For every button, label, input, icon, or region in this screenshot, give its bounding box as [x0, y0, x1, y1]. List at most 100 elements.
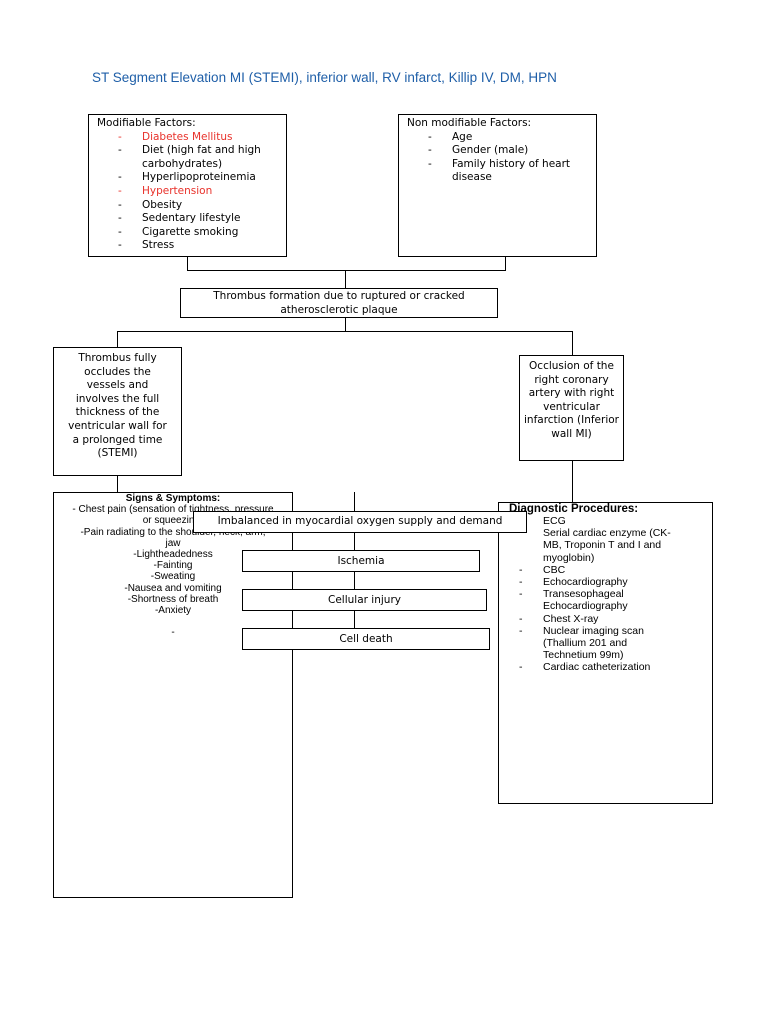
- occlusion-line: Occlusion of the: [529, 360, 614, 372]
- stemi-line: (STEMI): [97, 447, 138, 460]
- signs-line: -: [171, 627, 175, 639]
- non-modifiable-item: - Family history of heart: [428, 157, 590, 172]
- diagnostic-item: - Chest X-ray: [509, 613, 708, 625]
- modifiable-item-text: Stress: [142, 239, 175, 252]
- diagnostic-item: -Cardiac catheterization: [509, 661, 708, 673]
- diagnostic-item: - Echocardiography: [509, 576, 708, 588]
- modifiable-item-text: Obesity: [142, 198, 183, 211]
- signs-line: -Nausea and vomiting: [124, 582, 222, 594]
- cellular-injury-box: Cellular injury: [242, 589, 487, 611]
- diagnostic-item-line: Chest X-ray: [543, 612, 599, 625]
- occlusion-line: artery with right: [528, 387, 615, 400]
- cell-death-box: Cell death: [242, 628, 490, 650]
- modifiable-item: -Stress: [118, 239, 280, 253]
- dash-marker: -: [118, 225, 122, 238]
- diagnostic-item-line: Echocardiography: [543, 576, 628, 589]
- stemi-line: vessels and: [86, 379, 149, 392]
- diagnostic-item-line: MB, Troponin T and I and: [543, 539, 662, 552]
- thrombus-formation-box: Thrombus formation due to ruptured or cr…: [180, 288, 498, 318]
- dash-marker: -: [118, 184, 122, 197]
- diagnostic-heading: Diagnostic Procedures:: [509, 503, 639, 515]
- signs-line: jaw: [165, 537, 181, 549]
- diagnostic-item-line: Serial cardiac enzyme (CK-: [543, 527, 671, 540]
- modifiable-list: - Diabetes Mellitus - Diet (high fat and hi…: [118, 130, 280, 253]
- connector-to-stemi: [117, 331, 118, 347]
- signs-line: [54, 616, 292, 627]
- non-modifiable-factors-box: Non modifiable Factors: - Age - Gender (mal…: [398, 114, 597, 257]
- modifiable-item-text: Diabetes Mellitus: [142, 130, 233, 143]
- imbalance-box: Imbalanced in myocardial oxygen supply a…: [193, 511, 527, 533]
- diagnostic-item-line: ECG: [543, 515, 566, 527]
- imbalance-text: Imbalanced in myocardial oxygen supply a…: [217, 515, 503, 527]
- modifiable-item-text: carbohydrates): [142, 157, 223, 170]
- occlusion-line: right coronary: [534, 373, 609, 386]
- connector-stemi-down: [117, 475, 118, 493]
- dash-marker: -: [428, 130, 432, 143]
- modifiable-item-text: Sedentary lifestyle: [142, 212, 241, 225]
- connector-right-down: [505, 256, 506, 271]
- non-modifiable-item-text: Family history of heart: [452, 157, 571, 170]
- non-modifiable-heading: Non modifiable Factors:: [407, 117, 532, 129]
- non-modifiable-item-text: disease: [452, 171, 492, 184]
- stemi-line: Thrombus fully: [78, 352, 157, 364]
- signs-heading: Signs & Symptoms:: [125, 493, 221, 504]
- dash-marker: -: [519, 588, 523, 601]
- stemi-line: thickness of the: [75, 406, 160, 419]
- connector-occlusion-down: [572, 460, 573, 502]
- dash-marker: -: [519, 576, 523, 589]
- signs-line: -Lightheadedness: [133, 549, 213, 561]
- signs-line: or squeezing): [142, 515, 204, 527]
- diagnostic-item-line: myoglobin): [543, 551, 595, 564]
- non-modifiable-item-text: Gender (male): [452, 144, 529, 157]
- modifiable-item: -Cigarette smoking: [118, 226, 280, 240]
- modifiable-item: carbohydrates): [142, 158, 280, 172]
- diagnostic-item-line: Nuclear imaging scan: [543, 624, 644, 637]
- diagnostic-item-line: Technetium 99m): [543, 649, 624, 662]
- signs-line: -Fainting: [153, 560, 193, 572]
- signs-line: - Chest pain (sensation of tightness, pr…: [72, 504, 274, 516]
- connector-to-occlusion: [572, 331, 573, 355]
- diagnostic-item-line: Echocardiography: [543, 600, 628, 613]
- diagnostic-item-line: Cardiac catheterization: [543, 661, 651, 674]
- connector-left-down: [187, 256, 188, 271]
- modifiable-item-text: Hypertension: [142, 184, 213, 197]
- occlusion-line: infarction (Inferior: [524, 414, 619, 427]
- non-modifiable-item: - Age: [428, 130, 590, 145]
- non-modifiable-item: disease: [452, 171, 590, 185]
- diagnostic-item-line: (Thallium 201 and: [543, 637, 628, 650]
- dash-marker: -: [118, 212, 122, 225]
- dash-marker: -: [428, 157, 432, 170]
- stemi-line: occludes the: [84, 365, 151, 378]
- connector-from-thrombus: [345, 317, 346, 331]
- stemi-line: involves the full: [75, 392, 160, 405]
- diagnostic-item: Serial cardiac enzyme (CK-MB, Troponin T…: [509, 527, 708, 564]
- diagram-title: ST Segment Elevation MI (STEMI), inferio…: [92, 70, 557, 85]
- dash-marker: -: [519, 612, 523, 625]
- modifiable-item: - Diet (high fat and high: [118, 144, 280, 158]
- ischemia-text: Ischemia: [337, 555, 385, 567]
- ischemia-box: Ischemia: [242, 550, 480, 572]
- modifiable-item: -Hyperlipoproteinemia: [118, 171, 280, 185]
- dash-marker: -: [118, 144, 122, 157]
- cell-death-text: Cell death: [339, 633, 393, 645]
- diagnostic-item: -CBC: [509, 564, 708, 576]
- diagnostic-item: ECG: [509, 515, 708, 527]
- dash-marker: -: [519, 563, 523, 576]
- dash-marker: -: [118, 130, 122, 143]
- modifiable-item: - Hypertension: [118, 184, 280, 199]
- signs-line: -Anxiety: [154, 605, 192, 617]
- occlusion-line: wall MI): [551, 427, 592, 440]
- signs-line: -Shortness of breath: [127, 593, 219, 605]
- modifiable-item: - Sedentary lifestyle: [118, 212, 280, 226]
- non-modifiable-item-text: Age: [452, 130, 473, 143]
- stemi-line: ventricular wall for: [68, 419, 167, 432]
- modifiable-item: - Diabetes Mellitus: [118, 130, 280, 145]
- modifiable-item-text: Diet (high fat and high: [142, 144, 261, 157]
- connector-top-horizontal: [187, 270, 506, 271]
- dash-marker: -: [118, 171, 122, 184]
